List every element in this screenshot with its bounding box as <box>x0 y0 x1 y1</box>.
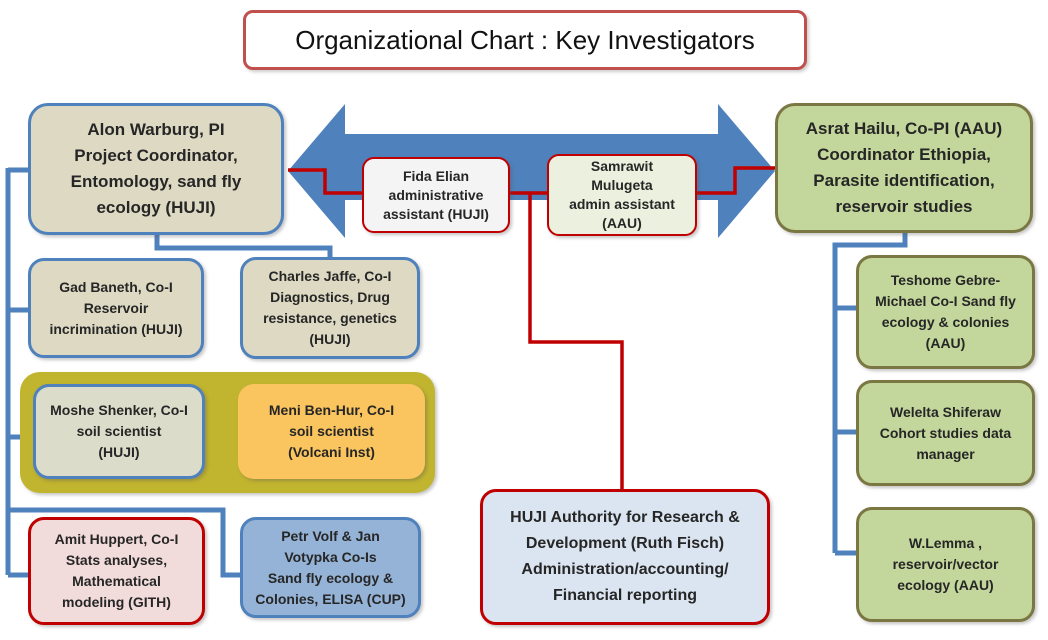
bidirectional-arrow-icon <box>288 104 775 238</box>
node-moshe-shenker: Moshe Shenker, Co-I soil scientist (HUJI… <box>33 384 205 479</box>
blue-connectors <box>5 167 908 578</box>
red-connectors <box>288 166 777 491</box>
node-samrawit-mulugeta: Samrawit Mulugeta admin assistant (AAU) <box>547 154 697 236</box>
page-title: Organizational Chart : Key Investigators <box>243 10 807 70</box>
node-amit-huppert: Amit Huppert, Co-I Stats analyses, Mathe… <box>28 517 205 625</box>
node-alon-warburg: Alon Warburg, PI Project Coordinator, En… <box>28 103 284 235</box>
node-petr-volf-jan-votypka: Petr Volf & Jan Votypka Co-Is Sand fly e… <box>240 517 421 618</box>
node-fida-elian: Fida Elian administrative assistant (HUJ… <box>362 157 510 233</box>
node-meni-ben-hur: Meni Ben-Hur, Co-I soil scientist (Volca… <box>238 384 425 479</box>
node-teshome-gebre-michael: Teshome Gebre- Michael Co-I Sand fly eco… <box>856 255 1035 369</box>
node-asrat-hailu: Asrat Hailu, Co-PI (AAU) Coordinator Eth… <box>775 103 1033 233</box>
node-welelta-shiferaw: Welelta Shiferaw Cohort studies data man… <box>856 380 1035 486</box>
node-w-lemma: W.Lemma , reservoir/vector ecology (AAU) <box>856 507 1035 622</box>
node-charles-jaffe: Charles Jaffe, Co-I Diagnostics, Drug re… <box>240 257 420 359</box>
node-huji-authority: HUJI Authority for Research & Developmen… <box>480 489 770 625</box>
node-gad-baneth: Gad Baneth, Co-I Reservoir incrimination… <box>28 258 204 358</box>
